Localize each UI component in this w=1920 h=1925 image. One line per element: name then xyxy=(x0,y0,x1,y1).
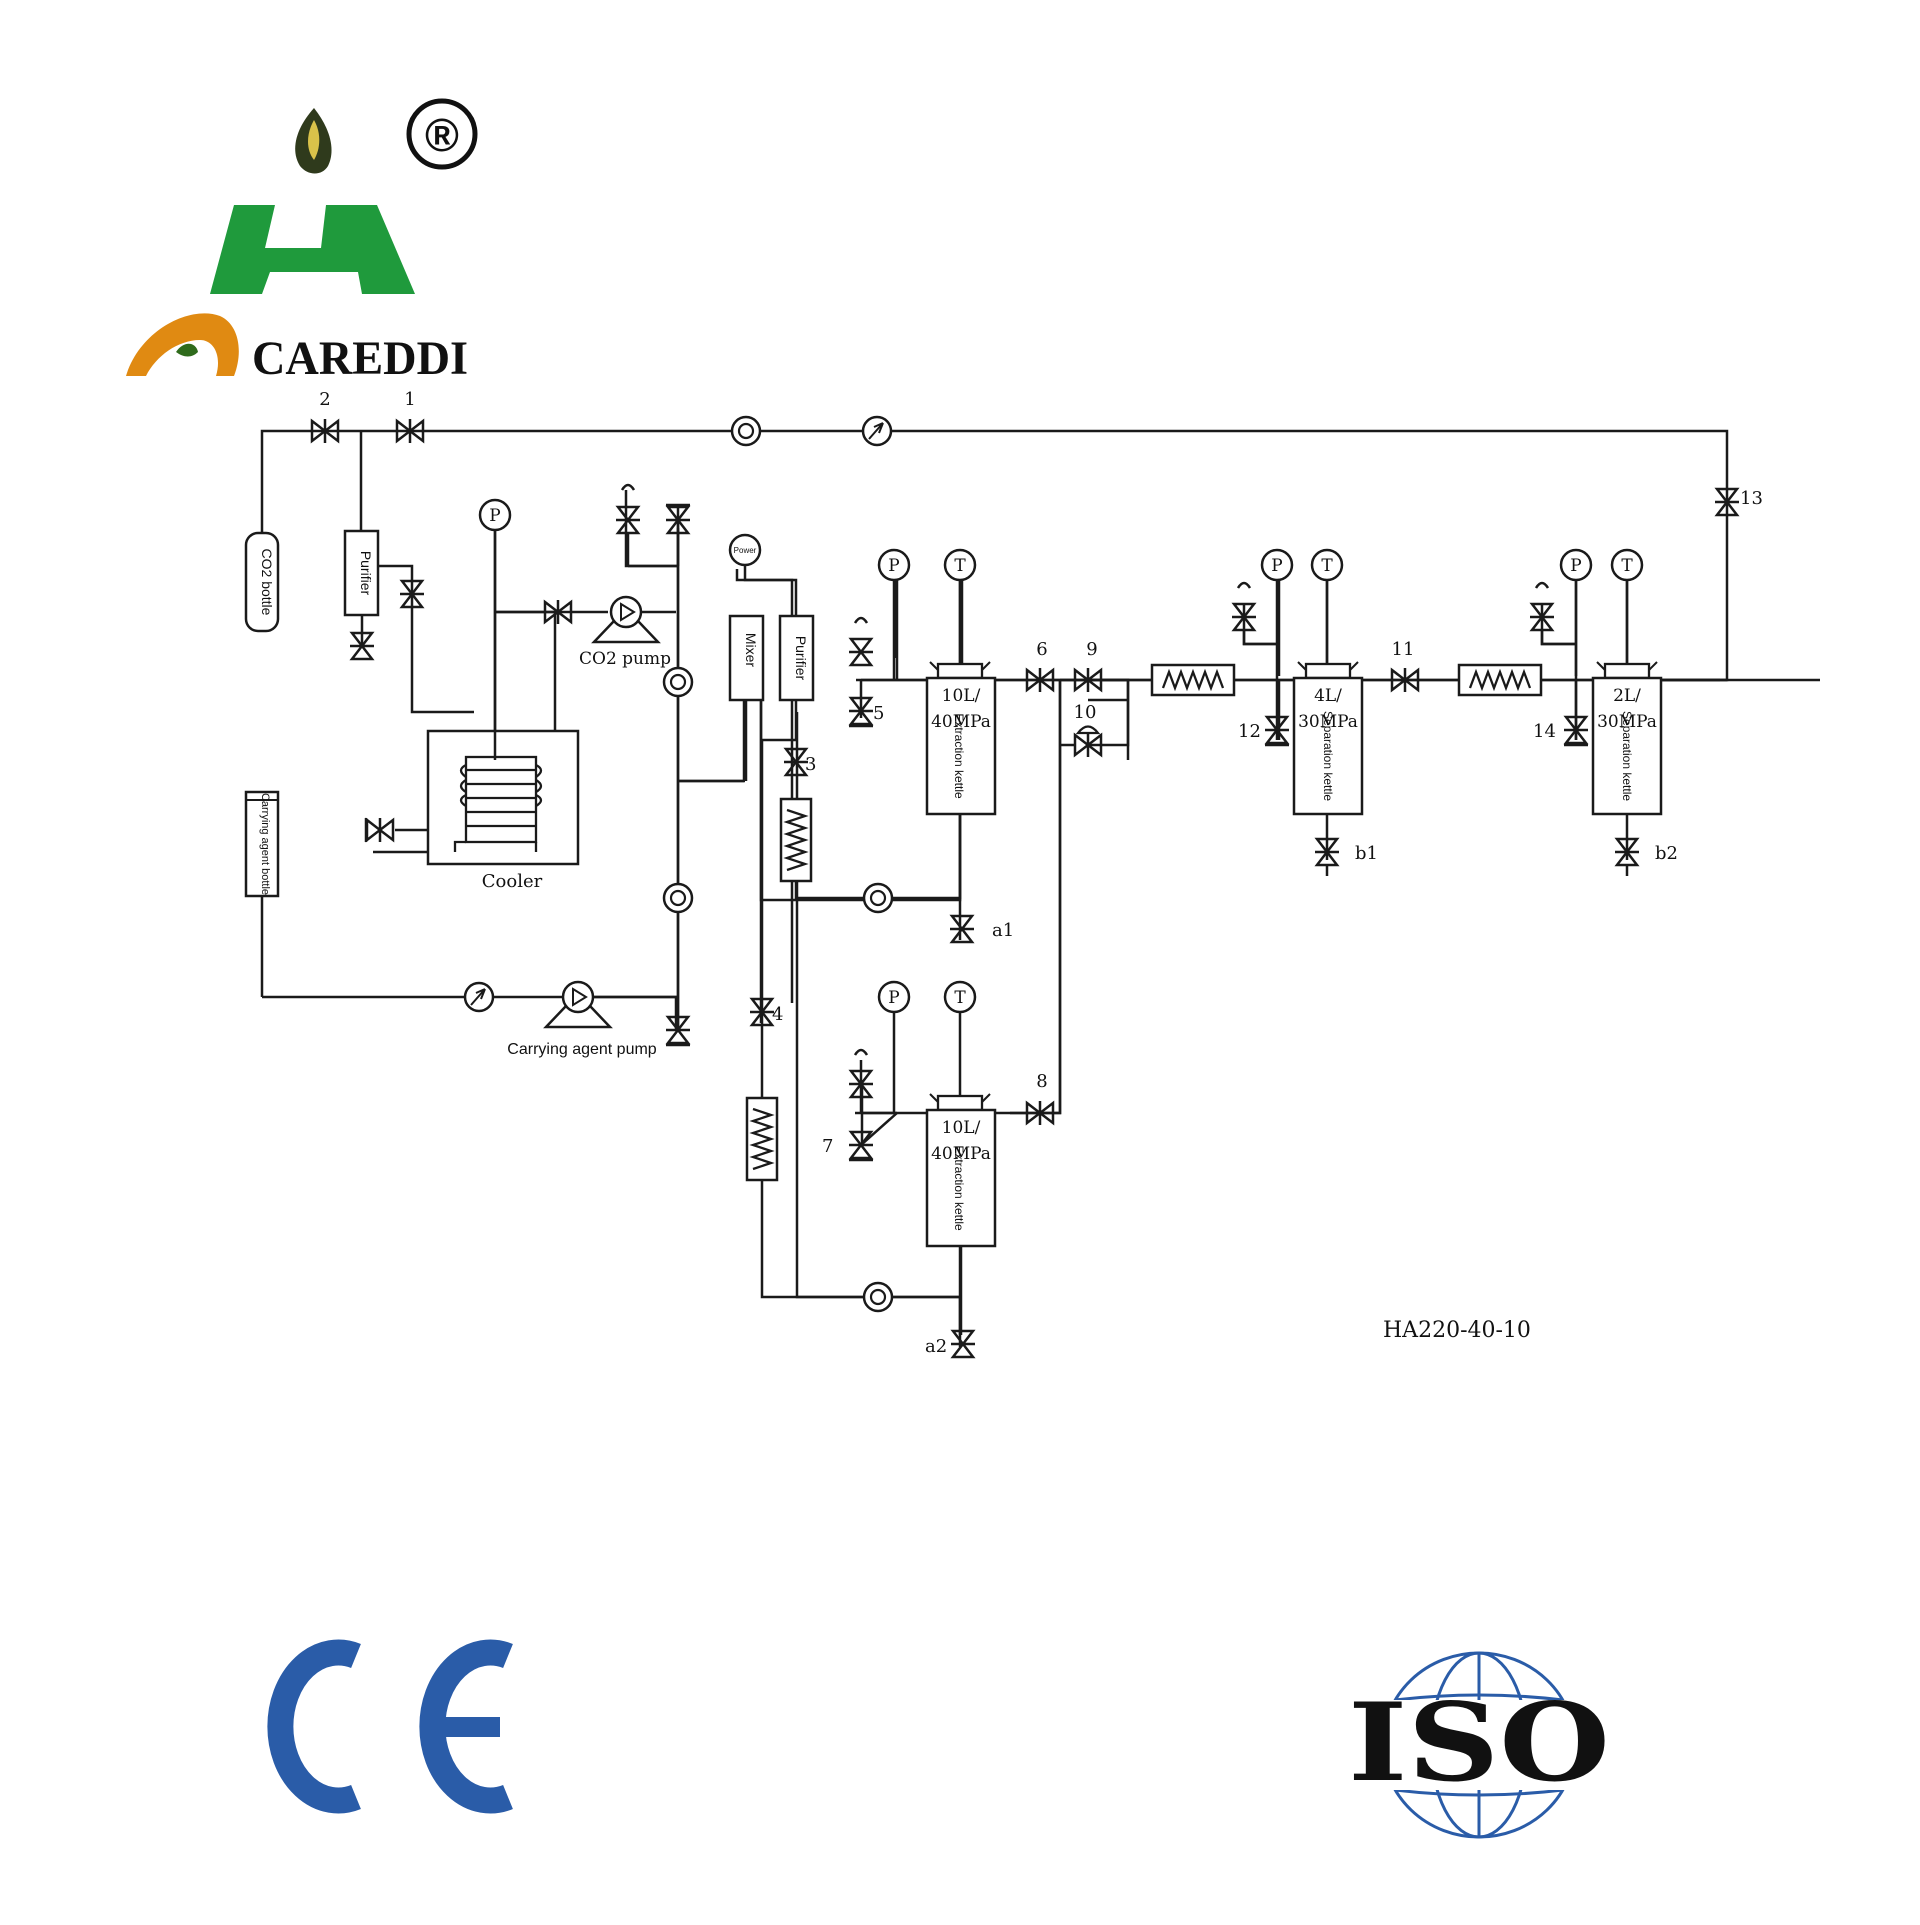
vent-valve-1[interactable] xyxy=(614,505,642,535)
carrying-agent-pump-label: Carrying agent pump xyxy=(507,1041,657,1058)
purifier-1-label: Purifier xyxy=(358,551,374,596)
kettle-2-temperature-label: T xyxy=(954,988,966,1008)
heat-exchanger-2-icon xyxy=(745,1096,779,1182)
flowmeter-4-icon xyxy=(862,882,894,914)
valve-14-label: 14 xyxy=(1533,721,1556,742)
sight-gauge-icon xyxy=(861,415,893,447)
iso-mark: ISO xyxy=(1348,1651,1610,1839)
co2-bottle: CO2 bottle xyxy=(244,531,280,633)
power-indicator: Power xyxy=(728,533,798,616)
valve-13-label: 13 xyxy=(1740,488,1763,509)
sep-2-rating: 30MPa xyxy=(1597,712,1657,732)
valve-a1[interactable] xyxy=(948,914,976,944)
main-column xyxy=(614,483,745,1047)
model-number: HA220-40-10 xyxy=(1383,1318,1531,1343)
valve-10-label: 10 xyxy=(1074,702,1097,723)
sep-1-temperature-label: T xyxy=(1321,556,1333,576)
cooler: Cooler xyxy=(426,729,580,892)
swoosh-icon xyxy=(126,313,239,376)
valve-12-label: 12 xyxy=(1238,721,1261,742)
sep-2-name: Separation kettle xyxy=(1620,711,1634,801)
valve-b1-label: b1 xyxy=(1355,843,1378,864)
purifier-1: Purifier xyxy=(343,529,380,617)
kettle-2-pressure-label: P xyxy=(888,988,899,1008)
valve-3-label: 3 xyxy=(805,754,816,775)
cooler-label: Cooler xyxy=(482,871,543,892)
cooler-drain-valve[interactable] xyxy=(365,816,395,844)
heat-exchanger-1-icon xyxy=(779,797,813,883)
sight-gauge-2-icon xyxy=(463,981,495,1013)
valve-11-label: 11 xyxy=(1392,639,1415,660)
separation-kettle-2: P T 2L/ 30MPa Separation kettle xyxy=(1559,548,1663,816)
company-logo: ® CAREDDI xyxy=(126,98,478,385)
co2-pump-icon xyxy=(592,595,660,644)
valve-7-label: 7 xyxy=(822,1136,833,1157)
mixer: Mixer xyxy=(728,614,765,781)
valve-a2-label: a2 xyxy=(925,1336,947,1357)
flame-icon xyxy=(295,108,332,174)
valve-9-label: 9 xyxy=(1086,639,1097,660)
kettle-1-rating: 40MPa xyxy=(931,712,991,732)
mixer-label: Mixer xyxy=(743,633,759,668)
kettle-1-pressure-label: P xyxy=(888,556,899,576)
valve-5-label: 5 xyxy=(873,703,884,724)
sep-1-name: Separation kettle xyxy=(1321,711,1335,801)
kettle-2-vent-icon xyxy=(853,1048,869,1057)
separation-kettle-1: P T 4L/ 30MPa Separation kettle xyxy=(1260,548,1364,816)
valve-4-label: 4 xyxy=(772,1004,783,1025)
heat-exchanger-3-icon xyxy=(1150,663,1236,697)
sep-2-capacity: 2L/ xyxy=(1613,686,1641,706)
gauge-p-label: P xyxy=(489,506,500,526)
co2-pump-label: CO2 pump xyxy=(579,649,671,669)
valve-10-actuator-icon xyxy=(1075,725,1101,735)
registered-symbol: ® xyxy=(425,109,459,161)
valve-a1-label: a1 xyxy=(992,920,1014,941)
kettle-2-name: Extraction kettle xyxy=(952,1145,966,1231)
flowmeter-5-icon xyxy=(862,1281,894,1313)
carrying-agent-bottle: Carrying agent bottle xyxy=(244,790,280,898)
valve-6-label: 6 xyxy=(1036,639,1047,660)
registered-mark: ® xyxy=(406,98,478,170)
h-letter-logo xyxy=(210,205,415,294)
carrying-agent-bottle-label: Carrying agent bottle xyxy=(259,793,271,895)
extraction-kettle-2: P T 10L/ 40MPa Extraction kettle xyxy=(877,980,997,1248)
power-label: Power xyxy=(734,546,757,555)
company-name: CAREDDI xyxy=(252,332,468,385)
iso-text: ISO xyxy=(1348,1680,1610,1806)
co2-bottle-label: CO2 bottle xyxy=(259,549,275,616)
sep-2-temperature-label: T xyxy=(1621,556,1633,576)
carrying-agent-pump-icon xyxy=(544,980,612,1029)
sep-1-pressure-label: P xyxy=(1271,556,1282,576)
sep-1-capacity: 4L/ xyxy=(1314,686,1342,706)
purifier-2: Purifier xyxy=(760,614,874,1299)
valve-a2[interactable] xyxy=(949,1329,977,1359)
valve-b2-label: b2 xyxy=(1655,843,1678,864)
top-line: 2 1 13 xyxy=(310,389,1763,517)
purifier-2-label: Purifier xyxy=(793,636,809,681)
flowmeter-2-icon xyxy=(662,666,694,698)
extraction-kettle-1: P T 10L/ 40MPa Extraction kettle xyxy=(877,548,997,816)
kettle-1-vent-valve[interactable] xyxy=(847,637,875,667)
kettle-1-name: Extraction kettle xyxy=(952,713,966,799)
ce-mark: CE xyxy=(267,1639,513,1814)
kettle-1-capacity: 10L/ xyxy=(942,686,981,706)
valve-8-label: 8 xyxy=(1036,1071,1047,1092)
sep-2-pressure-label: P xyxy=(1570,556,1581,576)
sep-1-rating: 30MPa xyxy=(1298,712,1358,732)
vent-icon xyxy=(620,483,636,492)
kettle-1-vent-icon xyxy=(853,616,869,625)
flowmeter-3-icon xyxy=(662,882,694,914)
cooler-pressure-gauge: P xyxy=(478,498,512,760)
kettle-1-temperature-label: T xyxy=(954,556,966,576)
valve-2-label: 2 xyxy=(319,389,330,410)
flowmeter-icon xyxy=(730,415,762,447)
sep-1-vent-icon xyxy=(1236,581,1252,590)
heat-exchanger-4-icon xyxy=(1457,663,1543,697)
sep-2-vent-icon xyxy=(1534,581,1550,590)
kettle-2-capacity: 10L/ xyxy=(942,1118,981,1138)
kettle-2-rating: 40MPa xyxy=(931,1144,991,1164)
valve-1-label: 1 xyxy=(404,389,415,410)
